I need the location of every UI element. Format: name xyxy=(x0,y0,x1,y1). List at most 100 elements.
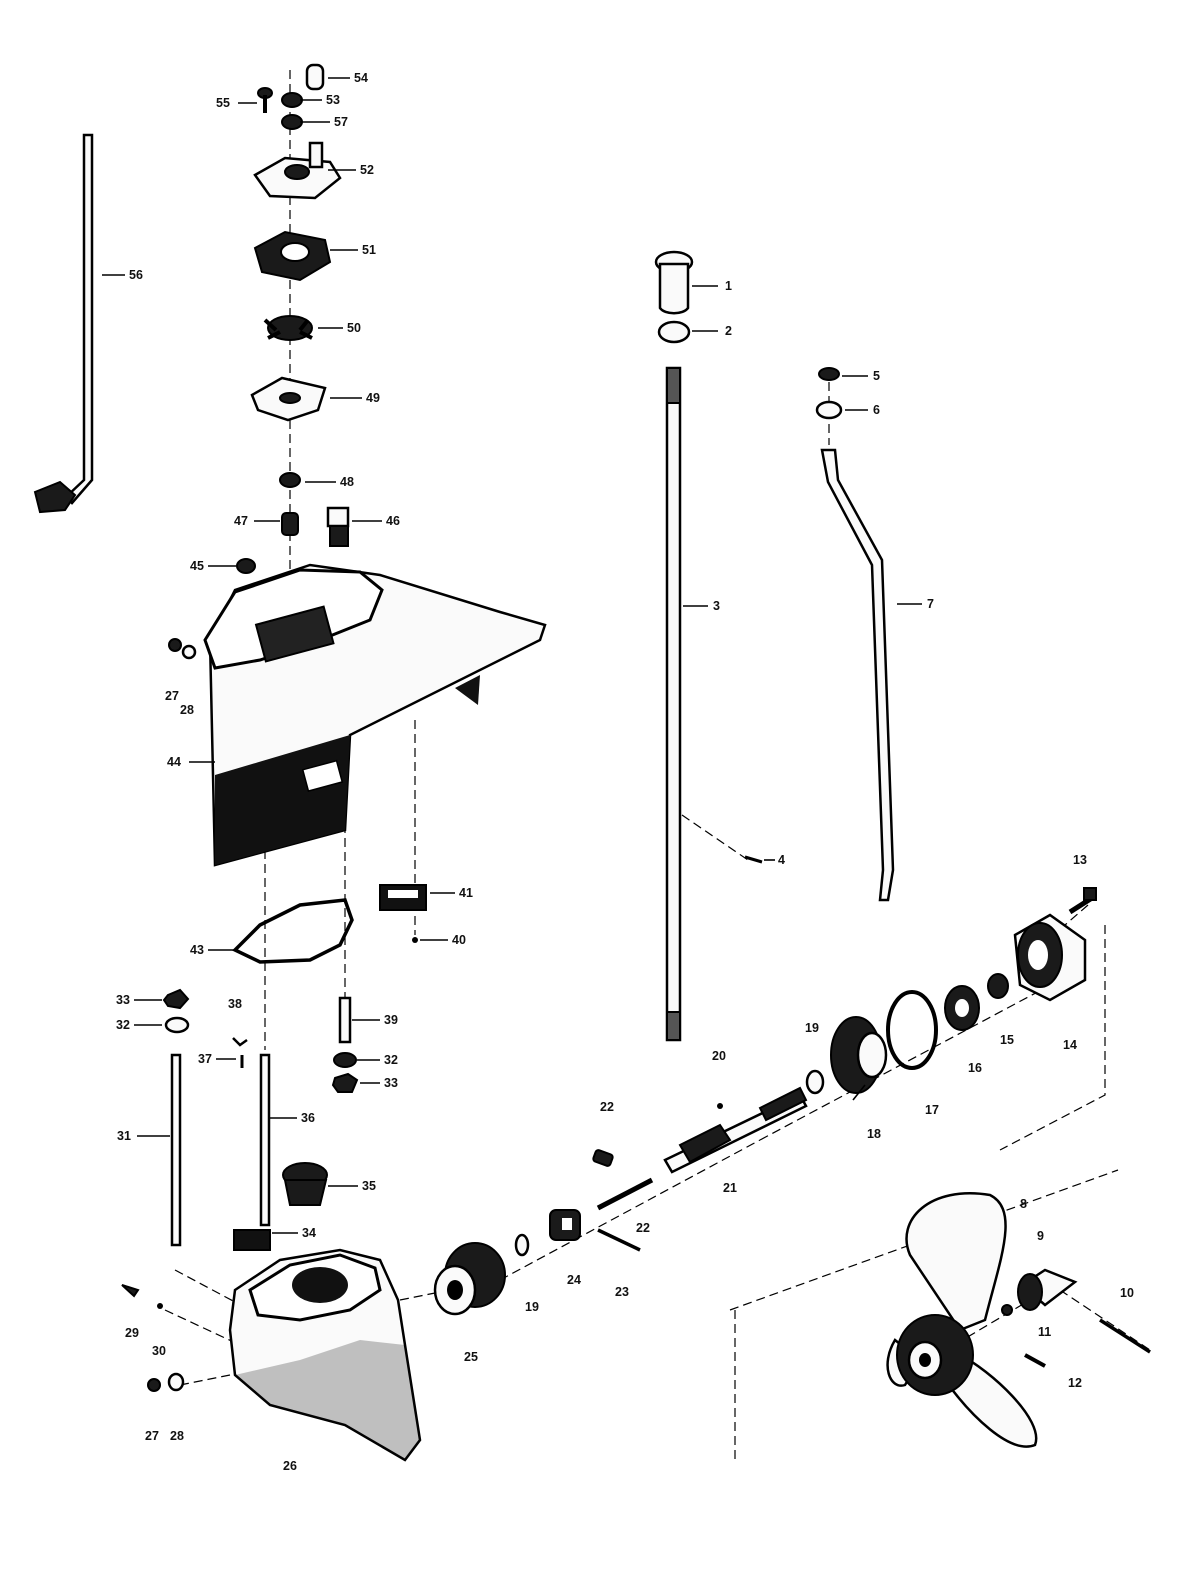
part-27-nut-upper xyxy=(168,638,182,652)
part-45-nut xyxy=(236,558,256,574)
callout-49: 49 xyxy=(366,391,380,405)
callout-40: 40 xyxy=(452,933,466,947)
callout-18: 18 xyxy=(867,1127,881,1141)
callout-25: 25 xyxy=(464,1350,478,1364)
part-56-shift-rod xyxy=(33,133,94,514)
callout-22-bottom: 22 xyxy=(636,1221,650,1235)
callout-12: 12 xyxy=(1068,1376,1082,1390)
callout-30: 30 xyxy=(152,1344,166,1358)
callout-27-lower: 27 xyxy=(145,1429,159,1443)
callout-39: 39 xyxy=(384,1013,398,1027)
callout-16: 16 xyxy=(968,1061,982,1075)
part-2-seal xyxy=(657,320,691,344)
part-10-cotter-pin xyxy=(1099,1318,1151,1354)
callout-28-upper: 28 xyxy=(180,703,194,717)
callout-53: 53 xyxy=(326,93,340,107)
part-26-gear-housing xyxy=(228,1248,422,1462)
part-12-drive-pin xyxy=(1024,1353,1046,1368)
part-14-bearing-carrier xyxy=(1013,913,1087,1002)
part-19-washer-left xyxy=(514,1233,530,1257)
part-53-seal xyxy=(281,92,303,108)
part-1-grommet xyxy=(654,250,694,315)
callout-38: 38 xyxy=(228,997,242,1011)
part-34-clip xyxy=(233,1229,271,1251)
callout-19-left: 19 xyxy=(525,1300,539,1314)
part-13-screw xyxy=(1068,887,1097,915)
part-33-nut-left xyxy=(162,988,190,1010)
part-48-seal xyxy=(279,472,301,488)
part-5-seal xyxy=(818,367,840,381)
part-25-forward-gear xyxy=(433,1242,506,1316)
part-54-sleeve xyxy=(305,63,325,91)
part-46-connector xyxy=(326,506,350,547)
part-16-bearing xyxy=(944,985,980,1031)
part-7-shift-rod xyxy=(820,448,895,902)
callout-26: 26 xyxy=(283,1459,297,1473)
part-30-washer xyxy=(157,1303,163,1309)
part-20-ball xyxy=(717,1103,723,1109)
callout-44: 44 xyxy=(167,755,181,769)
callout-20: 20 xyxy=(712,1049,726,1063)
leader-lines xyxy=(102,77,922,1234)
callout-5: 5 xyxy=(873,369,880,383)
callout-13: 13 xyxy=(1073,853,1087,867)
part-24-clutch-dog xyxy=(549,1209,581,1241)
callout-1: 1 xyxy=(725,279,732,293)
part-51-impeller-housing xyxy=(253,230,332,282)
part-52-pump-housing xyxy=(253,141,342,200)
callout-9: 9 xyxy=(1037,1229,1044,1243)
callout-45: 45 xyxy=(190,559,204,573)
part-23-pin xyxy=(597,1228,641,1252)
part-9-cone-nut xyxy=(1017,1268,1078,1311)
part-27-nut-lower xyxy=(147,1378,161,1392)
callout-41: 41 xyxy=(459,886,473,900)
part-55-screw xyxy=(257,87,273,113)
callout-10: 10 xyxy=(1120,1286,1134,1300)
callout-35: 35 xyxy=(362,1179,376,1193)
part-6-bushing xyxy=(815,400,843,420)
callout-50: 50 xyxy=(347,321,361,335)
callout-56: 56 xyxy=(129,268,143,282)
callout-36: 36 xyxy=(301,1111,315,1125)
callout-28-lower: 28 xyxy=(170,1429,184,1443)
callout-11: 11 xyxy=(1038,1325,1051,1339)
part-22-shift-pin xyxy=(596,1177,654,1211)
part-44-exhaust-housing xyxy=(203,563,547,867)
part-29-screw xyxy=(121,1284,140,1298)
callout-37: 37 xyxy=(198,1052,212,1066)
callout-29: 29 xyxy=(125,1326,139,1340)
part-36-stud xyxy=(259,1053,271,1227)
callout-labels: 1 2 3 4 5 6 7 8 9 10 11 12 13 14 15 16 1… xyxy=(116,71,1134,1473)
part-40-screw xyxy=(412,937,418,943)
part-3-drive-shaft xyxy=(665,366,682,1042)
callout-34: 34 xyxy=(302,1226,316,1240)
callout-33-left: 33 xyxy=(116,993,130,1007)
callout-17: 17 xyxy=(925,1103,939,1117)
callout-22-top: 22 xyxy=(600,1100,614,1114)
callout-24: 24 xyxy=(567,1273,581,1287)
part-33-nut-right xyxy=(331,1072,359,1093)
part-21-propeller-shaft xyxy=(663,1086,808,1174)
part-15-seal xyxy=(987,973,1009,999)
part-31-stud xyxy=(170,1053,182,1247)
callout-33-right: 33 xyxy=(384,1076,398,1090)
callout-4: 4 xyxy=(778,853,785,867)
callout-55: 55 xyxy=(216,96,230,110)
callout-54: 54 xyxy=(354,71,368,85)
callout-46: 46 xyxy=(386,514,400,528)
part-22-cam xyxy=(592,1149,614,1167)
callout-21: 21 xyxy=(723,1181,737,1195)
callout-27-upper: 27 xyxy=(165,689,179,703)
callout-47: 47 xyxy=(234,514,248,528)
callout-43: 43 xyxy=(190,943,204,957)
callout-32-left: 32 xyxy=(116,1018,130,1032)
callout-31: 31 xyxy=(117,1129,131,1143)
part-28-washer-upper xyxy=(181,644,197,660)
callout-2: 2 xyxy=(725,324,732,338)
callout-14: 14 xyxy=(1063,1038,1077,1052)
part-8-propeller xyxy=(886,1192,1038,1448)
part-43-gasket xyxy=(232,898,354,964)
callout-8: 8 xyxy=(1020,1197,1027,1211)
callout-19-right: 19 xyxy=(805,1021,819,1035)
part-11-washer xyxy=(1001,1304,1013,1316)
